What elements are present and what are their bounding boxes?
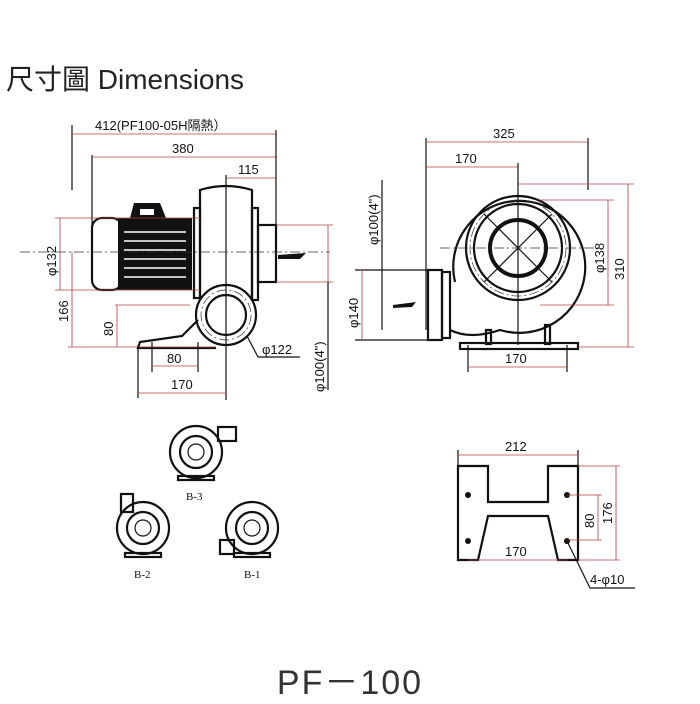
orientation-b2: B-2: [115, 492, 171, 581]
dim-height: 310: [612, 258, 627, 280]
orientation-label: B-3: [186, 491, 203, 503]
dim-center-height: 166: [56, 300, 71, 322]
dim-length: 380: [172, 141, 194, 156]
base-plate-view: 212 80 176 170 4-φ10: [456, 439, 635, 589]
dim-center-offset: 170: [455, 151, 477, 166]
dim-width: 325: [493, 126, 515, 141]
orientation-b3: B-3: [168, 424, 238, 503]
dim-outlet-dia: φ100(4"): [312, 341, 327, 392]
dim-holes: 4-φ10: [590, 572, 624, 587]
dim-hole-pitch-x: 170: [505, 544, 527, 559]
dim-overall: 412(PF100-05H隔熱）: [95, 118, 227, 133]
dim-outlet-dia: φ100(4"): [366, 194, 381, 245]
front-view: 325 170 φ100(4") φ140 φ138 310 170: [346, 126, 634, 372]
orientation-label: B-2: [134, 569, 151, 581]
page-title: 尺寸圖 Dimensions: [6, 64, 245, 95]
dim-depth: 176: [600, 502, 615, 524]
orientation-b1: B-1: [218, 500, 280, 581]
dim-hole-pitch-y: 80: [582, 514, 597, 528]
orientation-label: B-1: [244, 569, 261, 581]
dim-base-width: 170: [171, 377, 193, 392]
dim-width: 212: [505, 439, 527, 454]
dim-base-height: 80: [101, 322, 116, 336]
dim-motor-dia: φ132: [44, 246, 59, 276]
dim-base-holes: 80: [167, 351, 181, 366]
dim-inlet-dia: φ122: [262, 342, 292, 357]
dim-base-width: 170: [505, 351, 527, 366]
side-view: 412(PF100-05H隔熱） 380 115 φ132 166 80 80 …: [20, 118, 333, 400]
model-name: PF－100: [276, 664, 424, 702]
dim-outlet-offset: 115: [238, 162, 259, 177]
dim-outlet-height: φ140: [346, 298, 361, 328]
dim-inner-dia: φ138: [592, 243, 607, 273]
